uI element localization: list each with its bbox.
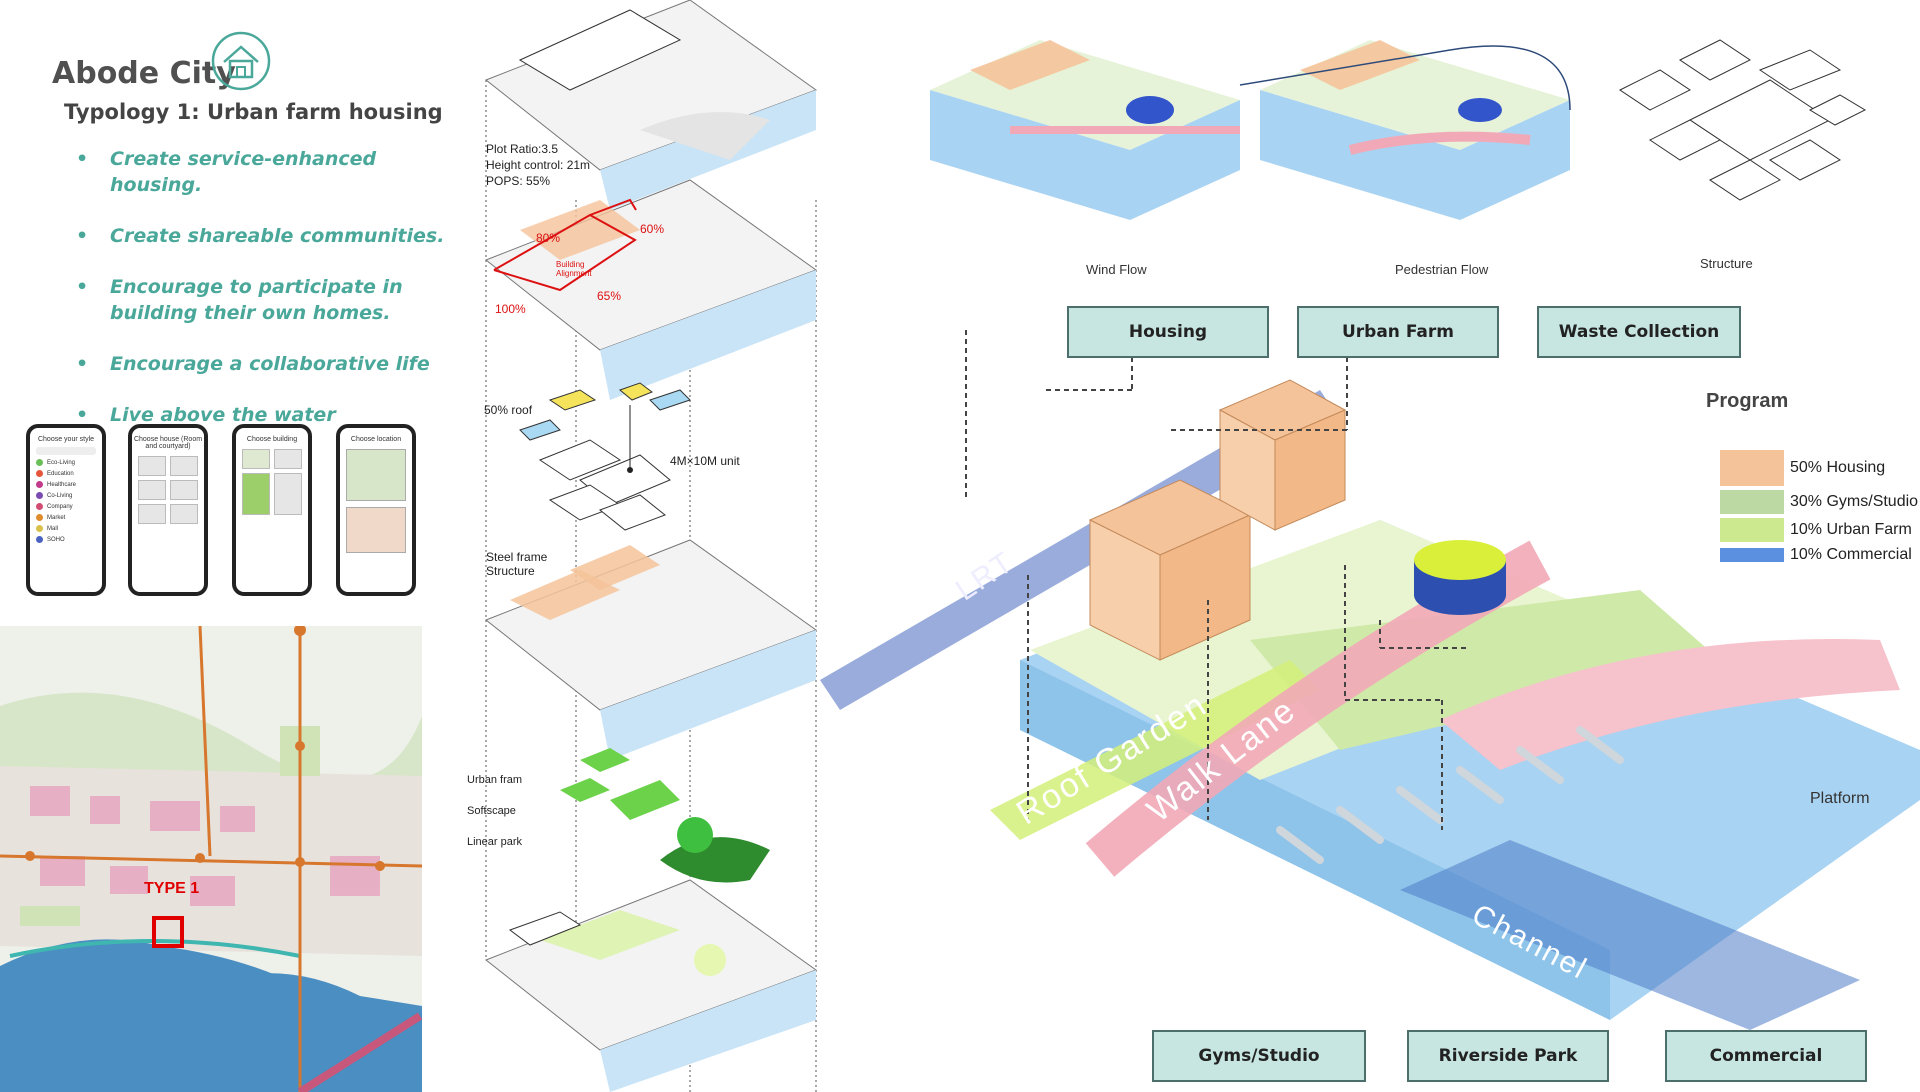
location-plan-thumb[interactable] [346, 507, 406, 553]
riverside-park-callout: Riverside Park [1407, 1030, 1609, 1082]
pct-80-label: 80% [536, 231, 561, 245]
phone-title: Choose house (Room and courtyard) [133, 436, 203, 450]
roof-label: 50% roof [484, 403, 533, 417]
search-bar [36, 447, 96, 455]
structure-label: Structure [1700, 256, 1753, 271]
goals-list: Create service-enhanced housing. Create … [76, 146, 456, 453]
wind-flow-label: Wind Flow [1086, 262, 1147, 277]
phone-title: Choose location [350, 436, 402, 443]
option-label: Eco-Living [47, 459, 76, 466]
style-option[interactable]: Healthcare [36, 481, 96, 488]
plot-ratio-label: Plot Ratio:3.5 [486, 142, 559, 156]
app-screen-style: Choose your style Eco-Living Education H… [26, 424, 106, 596]
map-marker-label: TYPE 1 [144, 880, 200, 897]
option-label: Company [47, 503, 73, 510]
housing-callout: Housing [1067, 306, 1269, 358]
goal-item: Encourage a collaborative life [76, 351, 456, 377]
pct-100-label: 100% [495, 302, 526, 316]
platform-label: Platform [1810, 790, 1870, 807]
page-title: Abode City [52, 56, 236, 91]
pct-65-label: 65% [597, 289, 622, 303]
legend-label: 50% Housing [1790, 459, 1886, 476]
house-options[interactable] [138, 456, 198, 524]
option-label: Co-Living [47, 492, 73, 499]
main-axonometric [820, 330, 1920, 1030]
top-analysis-diagrams [930, 39, 1867, 220]
option-label: Mall [47, 525, 59, 532]
legend-label: 30% Gyms/Studio [1790, 493, 1919, 510]
legend-label: 10% Urban Farm [1790, 521, 1912, 538]
goal-item: Create shareable communities. [76, 223, 456, 249]
coliving-icon [36, 492, 43, 499]
option-label: Market [47, 514, 66, 521]
education-icon [36, 470, 43, 477]
option-label: Healthcare [47, 481, 77, 488]
house-logo-icon [211, 31, 271, 91]
unit-label: 4M×10M unit [670, 454, 740, 468]
phone-title: Choose your style [37, 436, 95, 443]
style-option[interactable]: Education [36, 470, 96, 477]
legend-urban-farm: 10% Urban Farm [1720, 518, 1912, 542]
commercial-callout: Commercial [1665, 1030, 1867, 1082]
phone-title: Choose building [246, 436, 298, 443]
style-option[interactable]: Company [36, 503, 96, 510]
app-screen-building: Choose building [232, 424, 312, 596]
waste-collection-callout: Waste Collection [1537, 306, 1741, 358]
location-map-thumb[interactable] [346, 449, 406, 501]
pops-label: POPS: 55% [486, 174, 551, 188]
program-title: Program [1706, 390, 1789, 412]
softscape-label: Softscape [467, 805, 516, 817]
goal-item: Create service-enhanced housing. [76, 146, 456, 198]
eco-icon [36, 459, 43, 466]
exploded-axon-diagram [485, 0, 818, 1092]
gyms-studio-callout: Gyms/Studio [1152, 1030, 1366, 1082]
linear-park-label: Linear park [467, 836, 523, 848]
legend-swatch [1720, 518, 1784, 542]
style-option[interactable]: SOHO [36, 536, 96, 543]
legend-commercial: 10% Commercial [1720, 546, 1912, 564]
option-label: SOHO [47, 536, 65, 543]
mall-icon [36, 525, 43, 532]
legend-housing: 50% Housing [1720, 450, 1885, 486]
legend-label: 10% Commercial [1790, 546, 1912, 563]
app-screen-location: Choose location [336, 424, 416, 596]
building-alignment-label: Building Alignment [556, 260, 592, 278]
legend-gyms: 30% Gyms/Studio [1720, 490, 1918, 514]
pedestrian-flow-label: Pedestrian Flow [1395, 262, 1489, 277]
style-option[interactable]: Co-Living [36, 492, 96, 499]
legend-swatch [1720, 490, 1784, 514]
urban-farm-layer-label: Urban fram [467, 774, 523, 786]
company-icon [36, 503, 43, 510]
goal-item: Live above the water [76, 402, 456, 428]
legend-swatch [1720, 450, 1784, 486]
style-option[interactable]: Eco-Living [36, 459, 96, 466]
app-screen-house: Choose house (Room and courtyard) [128, 424, 208, 596]
style-option[interactable]: Market [36, 514, 96, 521]
healthcare-icon [36, 481, 43, 488]
steel-frame-label: Steel frame Structure [486, 550, 548, 578]
building-options[interactable] [242, 449, 302, 515]
urban-farm-callout: Urban Farm [1297, 306, 1499, 358]
style-option[interactable]: Mall [36, 525, 96, 532]
legend-swatch [1720, 548, 1784, 562]
site-map [0, 626, 422, 1092]
option-label: Education [47, 470, 74, 477]
goal-item: Encourage to participate in building the… [76, 274, 456, 326]
page-subtitle: Typology 1: Urban farm housing [64, 100, 443, 124]
market-icon [36, 514, 43, 521]
soho-icon [36, 536, 43, 543]
pct-60-label: 60% [640, 222, 665, 236]
height-control-label: Height control: 21m [486, 158, 591, 172]
